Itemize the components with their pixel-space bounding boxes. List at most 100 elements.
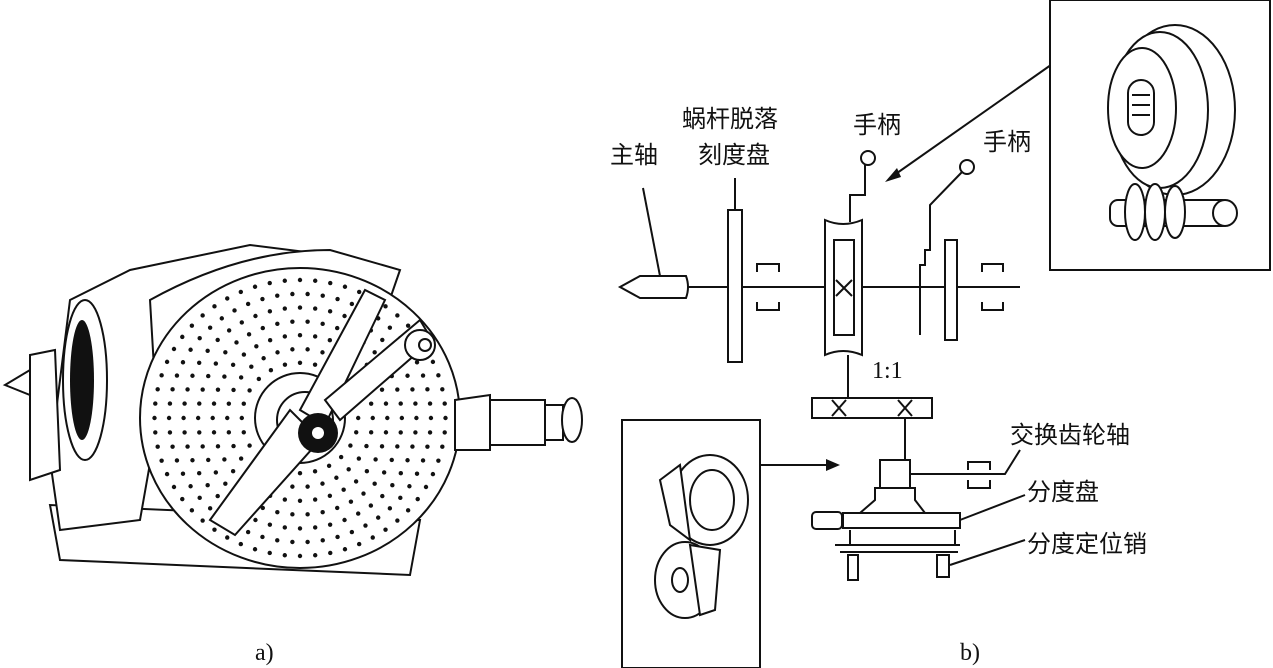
index-hole bbox=[427, 430, 433, 435]
index-hole bbox=[239, 415, 244, 421]
index-hole bbox=[213, 361, 219, 366]
index-hole bbox=[181, 415, 186, 421]
index-hole bbox=[171, 484, 177, 490]
index-hole bbox=[385, 415, 390, 421]
index-hole bbox=[290, 291, 295, 297]
index-hole bbox=[297, 471, 303, 476]
index-hole bbox=[180, 360, 186, 365]
index-hole bbox=[436, 458, 441, 463]
index-hole bbox=[215, 444, 221, 449]
index-hole bbox=[368, 503, 374, 508]
index-hole bbox=[166, 415, 172, 421]
index-hole bbox=[275, 509, 280, 515]
index-hole bbox=[436, 373, 441, 378]
label-worm-disengage-2: 刻度盘 bbox=[698, 141, 770, 169]
index-hole bbox=[210, 415, 215, 421]
index-hole bbox=[267, 550, 272, 556]
index-hole bbox=[364, 469, 370, 474]
index-hole bbox=[252, 284, 258, 289]
index-hole bbox=[200, 313, 205, 318]
index-pin-right bbox=[936, 554, 950, 578]
index-hole bbox=[226, 401, 232, 406]
index-hole bbox=[320, 538, 325, 543]
index-hole bbox=[328, 280, 333, 286]
transmission-schematic bbox=[617, 59, 1059, 581]
index-hole bbox=[297, 360, 303, 365]
index-hole bbox=[167, 401, 173, 406]
index-hole bbox=[261, 356, 266, 361]
index-hole bbox=[290, 512, 295, 517]
index-hole bbox=[290, 347, 295, 352]
index-hole bbox=[342, 517, 347, 523]
index-hole bbox=[245, 529, 251, 535]
index-hole bbox=[312, 469, 318, 474]
index-hole bbox=[167, 430, 173, 435]
index-hole bbox=[320, 321, 325, 327]
index-hole bbox=[185, 387, 190, 392]
index-hole bbox=[334, 475, 339, 480]
index-hole bbox=[182, 401, 187, 406]
index-hole bbox=[342, 313, 347, 319]
index-plate bbox=[842, 512, 961, 529]
index-hole bbox=[387, 325, 393, 330]
label-handle-1: 手柄 bbox=[853, 111, 901, 139]
index-hole bbox=[335, 505, 340, 511]
index-hole bbox=[231, 443, 236, 449]
index-hole bbox=[164, 359, 170, 365]
index-hole bbox=[383, 430, 389, 435]
index-hole bbox=[196, 360, 202, 365]
index-hole bbox=[275, 321, 280, 327]
caption-a: a) bbox=[255, 640, 274, 666]
index-hole bbox=[290, 539, 295, 545]
index-hole bbox=[159, 458, 164, 463]
index-hole bbox=[320, 509, 325, 515]
index-hole bbox=[395, 387, 400, 392]
index-hole bbox=[211, 401, 217, 406]
bevel-gear-inset bbox=[621, 419, 761, 668]
index-hole bbox=[368, 430, 374, 435]
index-hole bbox=[368, 401, 374, 406]
index-hole bbox=[414, 415, 419, 421]
index-hole bbox=[313, 553, 318, 558]
index-hole bbox=[282, 497, 288, 502]
index-hole bbox=[282, 306, 288, 311]
index-hole bbox=[370, 535, 375, 540]
bevel-gear-pair bbox=[811, 397, 933, 419]
index-hole bbox=[305, 291, 310, 297]
index-hole bbox=[200, 387, 205, 392]
index-hole bbox=[383, 304, 388, 309]
index-hole bbox=[207, 325, 213, 330]
index-hole bbox=[231, 387, 236, 393]
index-hole bbox=[256, 376, 262, 382]
index-hole bbox=[379, 444, 385, 449]
index-hole bbox=[153, 430, 158, 435]
index-hole bbox=[442, 401, 447, 406]
index-hole bbox=[267, 522, 273, 527]
dividing-head-drawing bbox=[2, 243, 583, 577]
index-hole bbox=[342, 284, 348, 289]
index-hole bbox=[399, 415, 405, 421]
index-hole bbox=[170, 387, 175, 392]
index-hole bbox=[356, 415, 361, 421]
index-hole bbox=[153, 401, 158, 406]
index-hole bbox=[415, 496, 420, 502]
index-hole bbox=[356, 541, 362, 547]
index-hole bbox=[430, 471, 436, 477]
index-hole bbox=[275, 350, 280, 355]
index-hole bbox=[282, 525, 288, 530]
index-hole bbox=[223, 481, 228, 486]
index-hole bbox=[305, 484, 310, 489]
index-hole bbox=[342, 547, 348, 552]
index-hole bbox=[205, 483, 210, 488]
index-hole bbox=[234, 340, 239, 345]
index-hole bbox=[174, 373, 180, 378]
index-hole bbox=[222, 457, 227, 462]
index-hole bbox=[159, 373, 164, 378]
index-hole bbox=[260, 296, 265, 302]
index-hole bbox=[335, 534, 340, 540]
index-hole bbox=[174, 458, 180, 463]
index-hole bbox=[225, 296, 230, 301]
index-hole bbox=[297, 305, 303, 310]
index-hole bbox=[443, 415, 448, 421]
